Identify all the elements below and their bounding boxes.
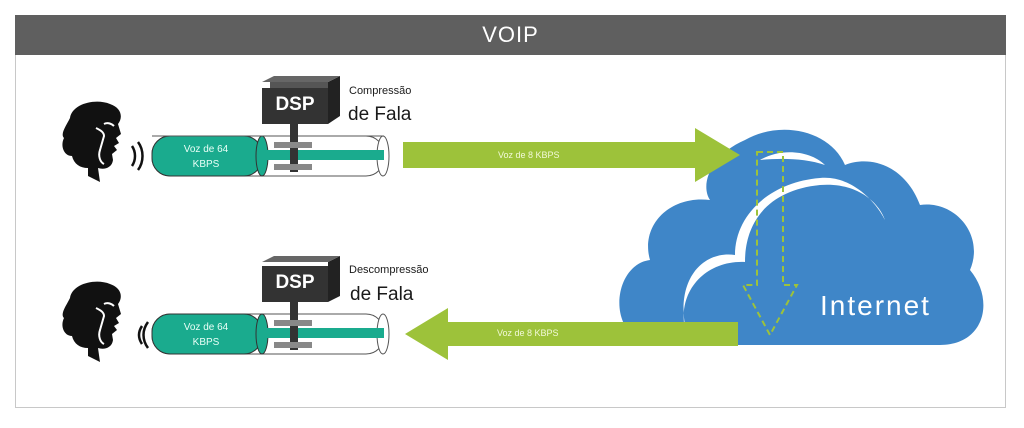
internet-cloud [619,129,984,345]
bottom-voice-tube [151,313,390,355]
bottom-caption-line1: Descompressão [349,264,429,276]
internet-label: Internet [820,290,931,321]
top-voice-tube [151,135,390,177]
bottom-arrow-left [405,308,738,360]
top-tube-label-line2: KBPS [192,159,220,170]
bottom-dsp-label: DSP [275,272,315,293]
speaker-head-icon [62,101,144,182]
top-dsp-label: DSP [275,94,315,115]
cloud-dashed-arrow [741,151,799,338]
bottom-caption-line2: de Fala [350,284,414,305]
top-caption-line1: Compressão [349,85,412,97]
top-dsp-box [262,76,340,172]
top-arrow-right [403,128,740,182]
bottom-tube-label-line1: Voz de 64 [183,322,229,333]
bottom-tube-label-line2: KBPS [192,337,220,348]
bottom-arrow-label: Voz de 8 KBPS [497,328,559,338]
top-caption-line2: de Fala [348,104,412,125]
listener-head-icon [62,281,150,362]
bottom-dsp-box [262,256,340,350]
top-tube-label-line1: Voz de 64 [183,144,229,155]
top-arrow-label: Voz de 8 KBPS [498,150,560,160]
page-title: VOIP [15,15,1006,55]
